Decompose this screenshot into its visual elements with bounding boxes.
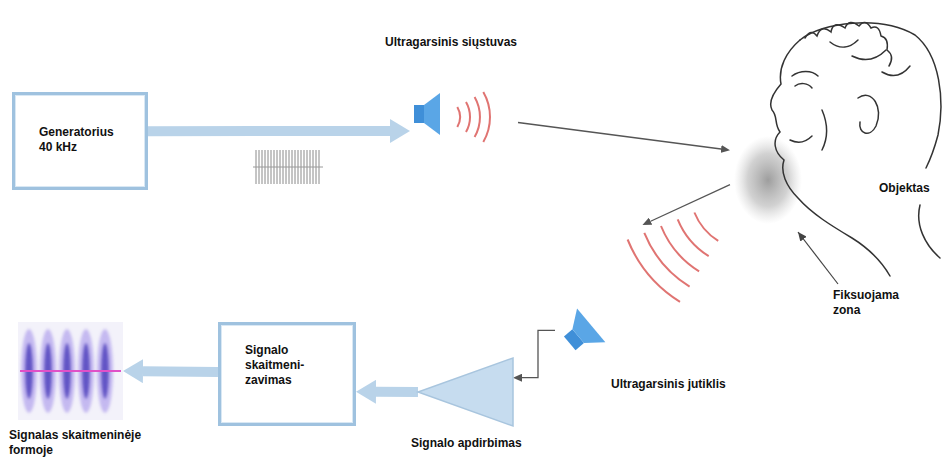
component-label: Ultragarsinis siųstuvas [370, 35, 532, 50]
component-label: Signalas skaitmeninėje formoje [8, 428, 180, 458]
transmitter-speaker [414, 93, 440, 135]
wave-arc [694, 213, 718, 241]
spectrogram-ground [18, 322, 123, 420]
spectrogram-line-glow [20, 369, 121, 374]
wave-arc [457, 107, 460, 127]
signal-arrow [376, 387, 418, 397]
brow [792, 72, 818, 77]
hair [805, 22, 892, 66]
signal-arrow [148, 126, 390, 136]
neck-back [919, 205, 940, 258]
spectrogram: Signalas skaitmeninėje formoje [18, 322, 123, 420]
digitizer-box: Signalo skaitmeni- zavimas [218, 322, 356, 426]
wave-arc [483, 92, 490, 142]
box-label: Generatorius 40 kHz [39, 125, 124, 155]
amplifier-triangle: Signalo apdirbimas [418, 358, 513, 426]
speaker-cone [564, 308, 605, 353]
signal-arrow [143, 366, 218, 377]
hair-strand [852, 50, 886, 59]
speaker-body [414, 105, 424, 123]
flow-arrow [522, 330, 555, 377]
flow-arrow [651, 185, 730, 222]
emitted-waves [457, 92, 490, 142]
amplifier-outline [418, 358, 513, 426]
generator-box: Generatorius 40 kHz [12, 92, 148, 190]
waveform-axis [253, 167, 323, 168]
spectrogram [18, 322, 123, 420]
face-profile [771, 40, 890, 276]
wave-arc [628, 240, 680, 302]
spectrogram-line [20, 370, 121, 372]
head-drawing [771, 22, 941, 276]
head-back [800, 23, 941, 168]
eye [795, 84, 812, 88]
wave-arc [466, 102, 470, 132]
sensor-speaker [556, 308, 606, 360]
reflected-waves [628, 213, 719, 302]
sensor-speaker: Ultragarsinis jutiklis [555, 225, 720, 360]
component-label: Objektas [878, 181, 931, 196]
wave-arc [661, 226, 699, 271]
leader-line [798, 232, 838, 284]
zone-label: Fiksuojama zona [832, 288, 914, 318]
wave-arc [475, 97, 480, 137]
cheek-line [822, 110, 827, 150]
transmitter-speaker: Ultragarsinis siųstuvas [410, 90, 518, 140]
wave-arc [678, 219, 709, 256]
component-label: Ultragarsinis jutiklis [610, 377, 727, 392]
measured-zone [734, 136, 802, 224]
object-head: Objektas [730, 15, 940, 280]
box-label: Signalo skaitmeni- zavimas [245, 343, 325, 388]
amplifier-triangle [418, 358, 513, 426]
hair-strand [830, 40, 858, 47]
carrier-waveform [253, 150, 323, 184]
component-label: Signalo apdirbimas [410, 436, 523, 451]
mouth [790, 136, 812, 142]
hair-strand [882, 66, 910, 75]
flow-arrow [518, 123, 721, 149]
speaker-cone [424, 93, 440, 135]
ear [858, 95, 879, 133]
